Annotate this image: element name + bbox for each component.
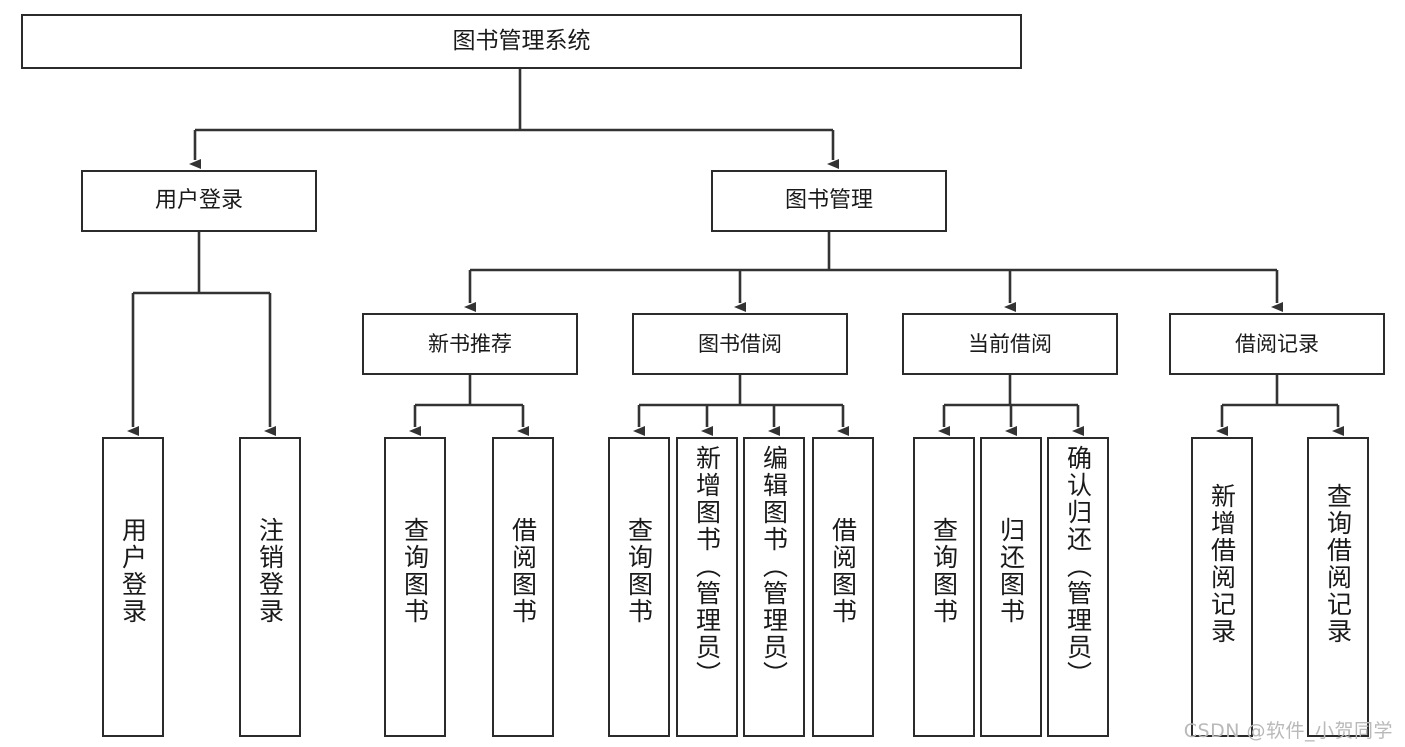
node-root-book-management-system[interactable]: 图书管理系统: [21, 14, 1022, 69]
leaf-book-borrow-add[interactable]: 新增图书（管理员）: [676, 437, 738, 737]
node-user-login[interactable]: 用户登录: [81, 170, 317, 232]
node-label: 图书管理: [784, 188, 873, 214]
leaf-new-book-query[interactable]: 查询图书: [384, 437, 446, 737]
leaf-book-borrow-lend[interactable]: 借阅图书: [812, 437, 874, 737]
node-book-management[interactable]: 图书管理: [711, 170, 947, 232]
node-borrow-record[interactable]: 借阅记录: [1169, 313, 1385, 375]
node-label: 查询图书: [624, 517, 654, 625]
node-label: 查询图书: [400, 517, 430, 625]
leaf-borrow-record-query[interactable]: 查询借阅记录: [1307, 437, 1369, 737]
node-label: 当前借阅: [968, 331, 1052, 356]
node-label: 借阅图书: [828, 517, 858, 625]
node-book-borrow[interactable]: 图书借阅: [632, 313, 848, 375]
node-label: 新增借阅记录: [1207, 483, 1237, 645]
leaf-current-borrow-confirm-return[interactable]: 确认归还（管理员）: [1047, 437, 1109, 737]
leaf-borrow-record-add[interactable]: 新增借阅记录: [1191, 437, 1253, 737]
node-label: 用户登录: [154, 188, 243, 214]
node-new-book-recommend[interactable]: 新书推荐: [362, 313, 578, 375]
node-label: 图书管理系统: [452, 27, 591, 54]
node-label: 归还图书: [996, 517, 1026, 625]
leaf-current-borrow-query[interactable]: 查询图书: [913, 437, 975, 737]
node-label: 借阅图书: [508, 517, 538, 625]
leaf-book-borrow-edit[interactable]: 编辑图书（管理员）: [743, 437, 805, 737]
node-label: 新书推荐: [428, 331, 512, 356]
leaf-new-book-borrow[interactable]: 借阅图书: [492, 437, 554, 737]
node-current-borrow[interactable]: 当前借阅: [902, 313, 1118, 375]
node-label: 注销登录: [255, 517, 285, 625]
node-label: 确认归还（管理员）: [1063, 445, 1093, 688]
leaf-user-login-signout[interactable]: 注销登录: [239, 437, 301, 737]
node-label: 查询借阅记录: [1323, 483, 1353, 645]
node-label: 编辑图书（管理员）: [759, 445, 789, 688]
node-label: 图书借阅: [698, 331, 782, 356]
leaf-user-login-signin[interactable]: 用户登录: [102, 437, 164, 737]
node-label: 新增图书（管理员）: [692, 445, 722, 688]
node-label: 查询图书: [929, 517, 959, 625]
leaf-book-borrow-query[interactable]: 查询图书: [608, 437, 670, 737]
leaf-current-borrow-return[interactable]: 归还图书: [980, 437, 1042, 737]
node-label: 用户登录: [118, 517, 148, 625]
node-label: 借阅记录: [1235, 331, 1319, 356]
